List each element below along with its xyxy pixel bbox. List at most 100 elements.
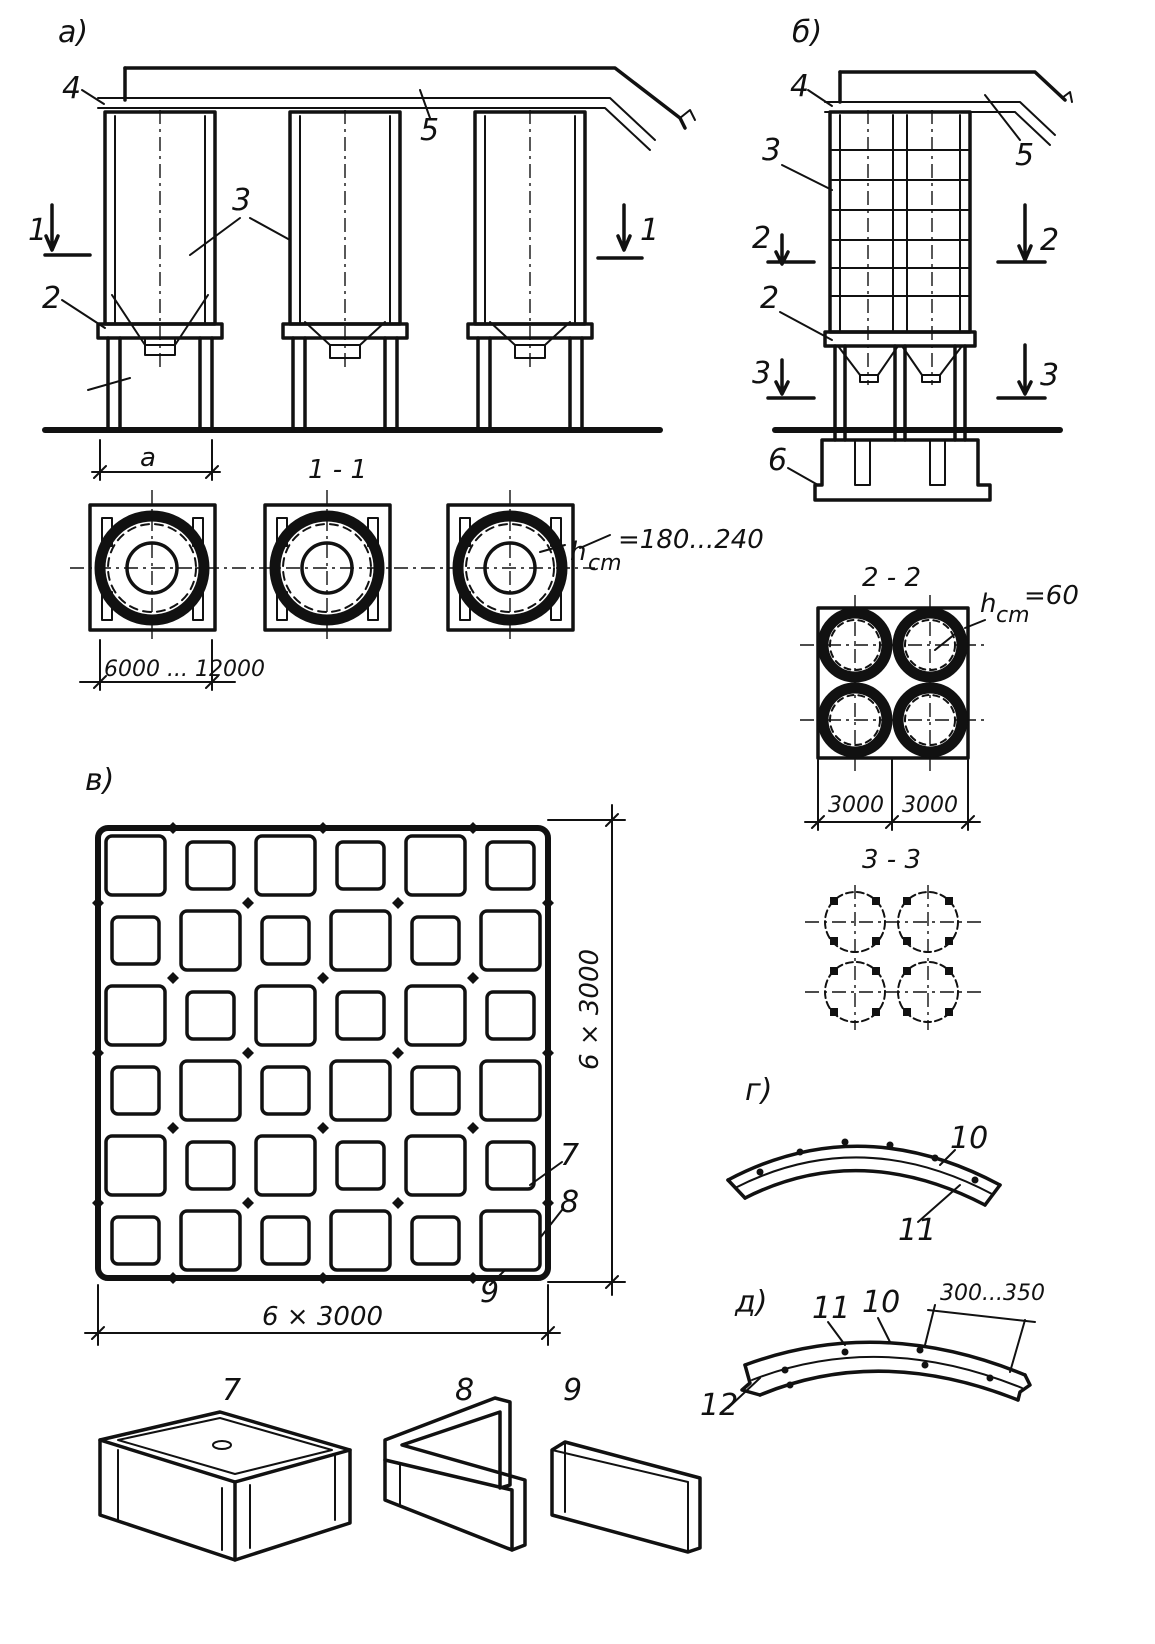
callout-4-a: 4 [62,71,81,106]
grid-node [392,1197,404,1209]
section-mark-2-left: 2 [752,221,771,256]
dim-cell-3000-right: 3000 [902,793,958,818]
element-9-straight: 9 [550,1373,702,1554]
callout-5-b: 5 [1015,138,1034,173]
grid-cell [335,1140,386,1191]
grid-node [542,897,554,909]
grid-cell [110,915,161,966]
silo-a3 [466,110,594,432]
callout-8-plan: 8 [560,1185,579,1220]
grid-cell [410,915,461,966]
grid-node [467,1122,479,1134]
grid-cell [404,1134,467,1197]
section-1-1: 1 - 1 [70,455,764,691]
callout-2-a: 2 [42,281,61,316]
section-label-1-1: 1 - 1 [308,455,367,485]
panel-label-g: г) [745,1073,772,1108]
grid-cell [185,840,236,891]
element-8-corner: 8 [383,1373,527,1552]
grid-cell [260,1065,311,1116]
dim-segment-spacing: 300...350 [940,1281,1045,1306]
grid-cell [404,834,467,897]
grid-cell [104,984,167,1047]
grid-cell [104,834,167,897]
grid-cell [110,1215,161,1266]
grid-cells [104,834,542,1272]
silo-a1 [96,110,224,432]
callout-7-plan: 7 [560,1138,579,1173]
grid-cell [335,990,386,1041]
grid-node [542,1047,554,1059]
dim-a-span: a [140,443,156,473]
dim-silo-range: 6000 ... 12000 [104,657,265,682]
h-cm-a: h [570,537,586,567]
grid-node [242,1197,254,1209]
grid-cell [329,1059,392,1122]
section-mark-3-right: 3 [1040,358,1059,393]
grid-cell [410,1215,461,1266]
dim-grid-vertical: 6 × 3000 [575,949,605,1070]
h-cm-a-sub: cm [588,551,622,576]
panel-b-elevation: б) 4 5 3 2 6 2 2 3 3 [752,15,1073,502]
grid-node [167,972,179,984]
prefab-elements: 7 8 9 [98,1373,702,1562]
grid-cell [104,1134,167,1197]
grid-cell [254,834,317,897]
section-label-3-3: 3 - 3 [862,845,921,875]
grid-node [542,1197,554,1209]
grid-node [92,1197,104,1209]
grid-cell [404,984,467,1047]
wall-thickness-a: h cm =180...240 [570,525,764,576]
grid-cell [479,909,542,972]
callout-11-d: 11 [812,1291,850,1326]
grid-cell [479,1209,542,1272]
grid-cell [485,990,536,1041]
grid-cell [185,990,236,1041]
grid-node [167,1122,179,1134]
panel-label-v: в) [85,763,114,798]
grid-cell [485,840,536,891]
silo-a2 [281,110,409,432]
grid-cell [254,1134,317,1197]
section-2-2: 2 - 2 h cm =60 3000 3000 [800,563,1079,831]
h-cm-b: h [980,589,996,619]
callout-6-b: 6 [768,443,787,478]
grid-node [92,897,104,909]
dim-cell-3000-left: 3000 [828,793,884,818]
grid-cell [185,1140,236,1191]
callout-11-g: 11 [898,1213,936,1248]
grid-node [242,1047,254,1059]
grid-node [92,1047,104,1059]
grid-cell [410,1065,461,1116]
h-cm-b-sub: cm [996,603,1030,628]
grid-nodes [92,822,554,1284]
callout-3-a: 3 [232,183,251,218]
panel-a-elevation: а) [28,15,696,481]
panel-label-a: а) [58,15,88,50]
section-mark-1-left: 1 [28,213,47,248]
plan-silo-2 [263,490,392,640]
section-mark-2-right: 2 [1040,223,1059,258]
grid-node [467,1272,479,1284]
panel-label-b: б) [792,15,822,50]
grid-cell [329,1209,392,1272]
callout-10-g: 10 [950,1121,988,1156]
callout-8-element: 8 [455,1373,474,1408]
grid-cell [479,1059,542,1122]
grid-cell [254,984,317,1047]
plan-silo-3 [446,490,611,640]
element-7-box: 7 [98,1373,352,1562]
grid-node [392,1047,404,1059]
plan-silo-1 [88,490,217,640]
h-cm-b-val: =60 [1024,581,1079,611]
callout-10-d: 10 [862,1285,900,1320]
grid-cell [260,915,311,966]
grid-node [392,897,404,909]
section-3-3: 3 - 3 [805,845,985,1030]
callout-3-b: 3 [762,133,781,168]
grid-node [317,972,329,984]
h-cm-a-val: =180...240 [618,525,764,555]
panel-label-d: д) [734,1285,767,1320]
grid-node [242,897,254,909]
callout-2-b: 2 [760,281,779,316]
